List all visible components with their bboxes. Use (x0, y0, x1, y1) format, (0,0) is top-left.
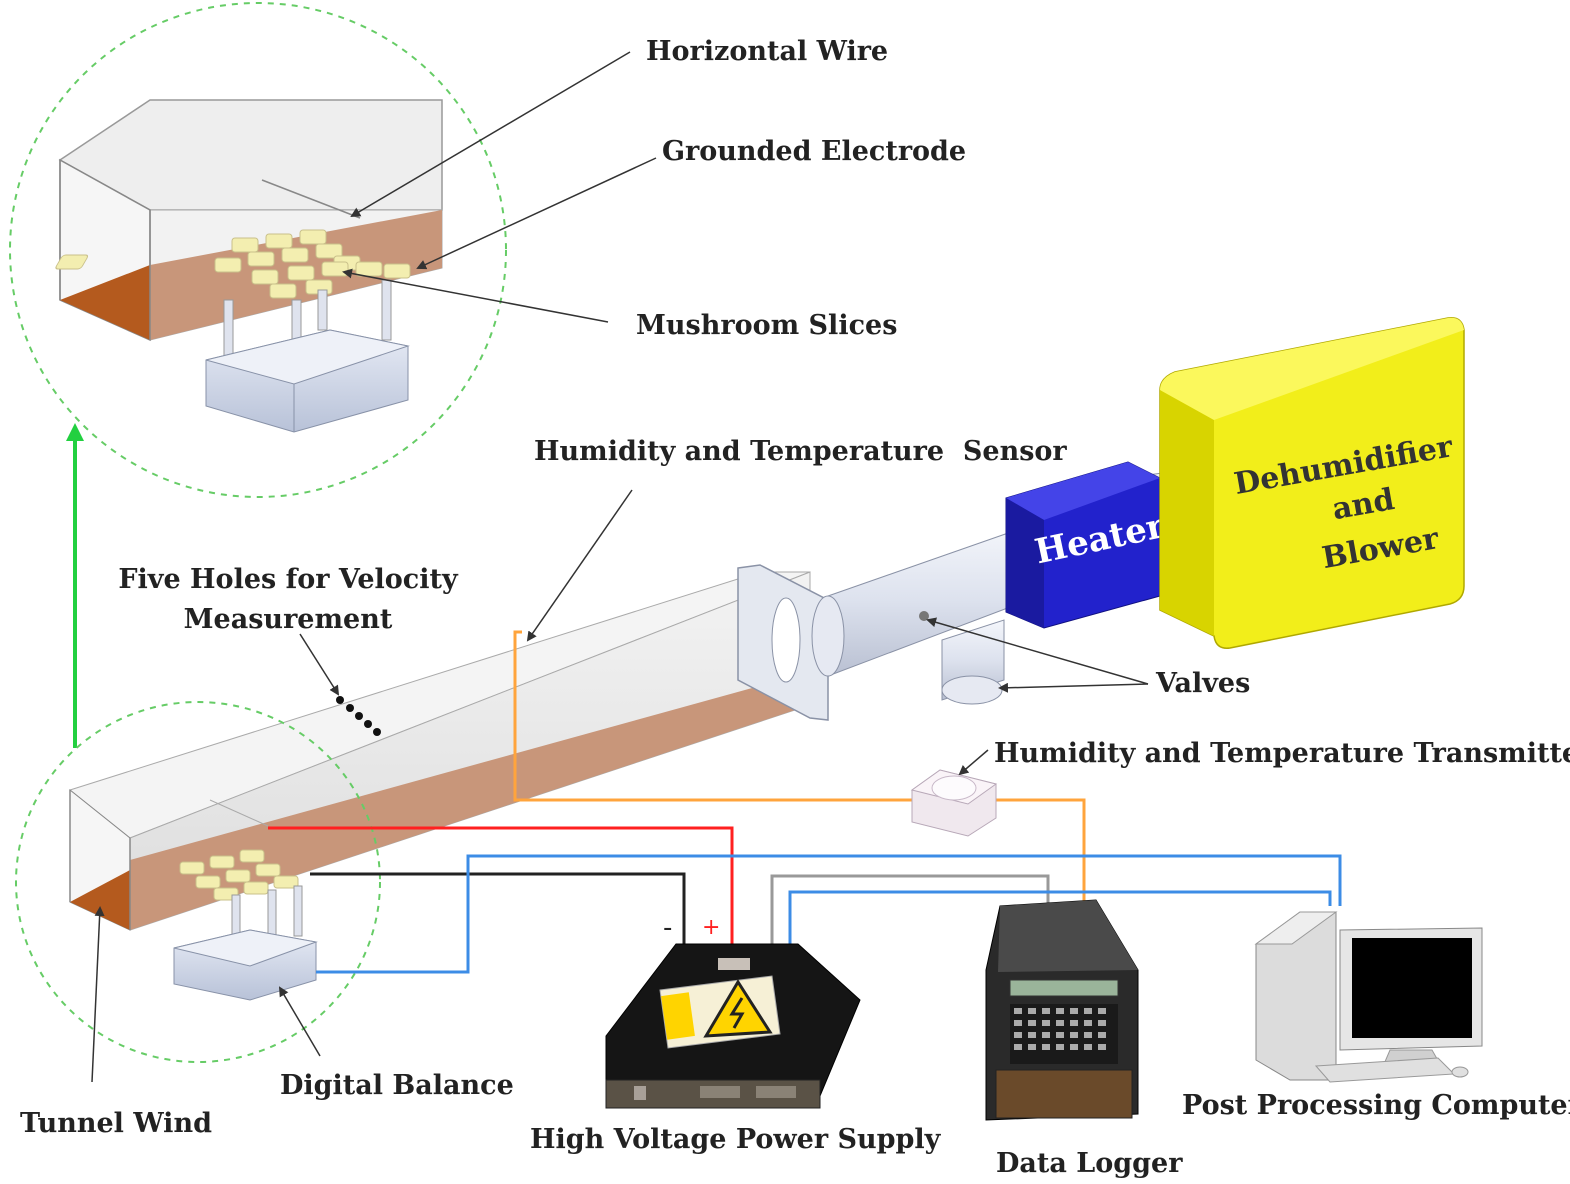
label-tunnel-wind: Tunnel Wind (20, 1108, 212, 1139)
data-logger (985, 899, 1139, 1121)
label-high-voltage-power-supply: High Voltage Power Supply (530, 1124, 942, 1155)
inset-horizontal-wire (261, 179, 361, 219)
wind-tunnel (68, 564, 829, 931)
high-voltage-power-supply: - + (605, 913, 861, 1109)
label-valves: Valves (1155, 668, 1250, 699)
blue-balance-wire (316, 854, 1342, 974)
tunnel-floor-front (70, 870, 130, 930)
danger-triangle-icon (703, 979, 773, 1038)
zoom-inset-top (9, 2, 507, 498)
data-logger-keypad (1014, 1008, 1106, 1050)
main-digital-balance (173, 885, 318, 1001)
label-horizontal-wire: Horizontal Wire (646, 36, 888, 67)
tunnel-floor (130, 672, 810, 930)
valve-1 (919, 611, 929, 621)
computer-keyboard (1314, 1057, 1456, 1083)
black-ground-wire (310, 872, 686, 944)
lightning-icon (729, 997, 745, 1029)
inset-mushroom-slices (55, 229, 411, 299)
humidity-temperature-transmitter (910, 769, 998, 837)
label-digital-balance: Digital Balance (280, 1070, 514, 1101)
power-minus-label: - (663, 913, 672, 943)
label-mushroom-slices: Mushroom Slices (636, 310, 897, 341)
label-five-holes-line1: Five Holes for Velocity (118, 564, 459, 595)
heater-box: Heater (1005, 461, 1169, 629)
orange-sensor-wire (513, 630, 1086, 912)
valve-2 (941, 675, 1003, 705)
main-mushroom-slices (179, 849, 299, 901)
computer-screen (1352, 938, 1472, 1038)
inset-digital-balance (205, 329, 410, 433)
post-processing-computer (1254, 911, 1483, 1083)
label-humidity-temperature-sensor: Humidity and Temperature Sensor (534, 436, 1067, 467)
red-electrode-wire (268, 826, 734, 944)
computer-mouse (1451, 1066, 1469, 1078)
velocity-holes (336, 696, 381, 736)
dehumidifier-blower-box: Dehumidifier and Blower (1159, 317, 1465, 649)
leader-lines (91, 51, 1149, 1083)
label-humidity-temperature-transmitter: Humidity and Temperature Transmitter (994, 738, 1570, 769)
power-plus-label: + (702, 915, 720, 940)
label-post-processing-computer: Post Processing Computer (1182, 1090, 1570, 1121)
dashed-zoom-circle-top (9, 2, 507, 498)
blue-logger-wire (788, 890, 1332, 946)
label-grounded-electrode: Grounded Electrode (662, 136, 966, 167)
wiring (268, 630, 1342, 974)
label-five-holes-line2: Measurement (184, 604, 393, 635)
label-data-logger: Data Logger (996, 1148, 1183, 1179)
dashed-zoom-circle-bottom (15, 701, 381, 1063)
